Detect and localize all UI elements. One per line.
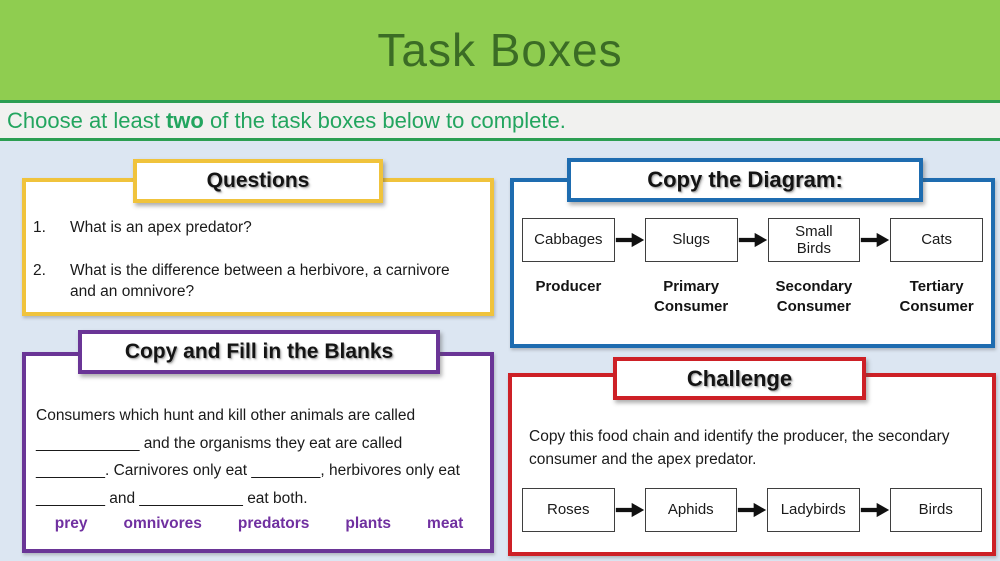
trophic-label: Primary Consumer (654, 278, 729, 316)
chain-node: Small Birds (767, 218, 861, 262)
question-text: What is an apex predator? (70, 219, 252, 236)
blanks-line: ________. Carnivores only eat ________, … (36, 462, 460, 479)
chain-node-label: Roses (546, 500, 590, 518)
fill-blanks-box: Consumers which hunt and kill other anim… (22, 352, 494, 553)
trophic-label: Secondary Consumer (775, 278, 853, 316)
copy-diagram-box: Cabbages Slugs Small Birds Cats Producer… (510, 178, 995, 348)
word-bank-item: meat (427, 515, 464, 532)
question-number: 1. (33, 219, 46, 236)
word-bank: prey omnivores predators plants meat (36, 515, 482, 533)
chain-node-label: Slugs (672, 231, 710, 249)
instruction-text: Choose at least two of the task boxes be… (7, 108, 566, 134)
word-bank-item: plants (345, 515, 392, 532)
chain-node-label: Cabbages (534, 231, 603, 249)
arrow-right-icon (738, 232, 767, 248)
chain-node: Roses (522, 487, 615, 532)
blanks-line: ________ and ____________ eat both. (36, 489, 308, 507)
question-number: 2. (33, 261, 46, 279)
chain-node-label: Small Birds (795, 222, 833, 257)
challenge-box: Copy this food chain and identify the pr… (508, 373, 996, 556)
questions-title: Questions (133, 159, 383, 203)
challenge-instructions: Copy this food chain and identify the pr… (529, 428, 950, 469)
chain-node: Birds (889, 487, 982, 532)
question-text: What is the difference between a herbivo… (70, 261, 450, 300)
page-title: Task Boxes (377, 24, 623, 76)
chain-node-label: Aphids (667, 500, 714, 518)
chain-node-label: Cats (921, 231, 953, 249)
copy-diagram-title: Copy the Diagram: (567, 158, 923, 202)
challenge-food-chain: Roses Aphids Ladybirds Birds (522, 487, 982, 532)
arrow-right-icon (860, 502, 889, 517)
fill-blanks-title: Copy and Fill in the Blanks (78, 330, 440, 374)
word-bank-item: prey (54, 515, 88, 532)
instruction-bold-word: two (165, 107, 204, 133)
chain-node: Cabbages (522, 218, 615, 262)
chain-node-label: Birds (918, 500, 953, 518)
instruction-bar: Choose at least two of the task boxes be… (0, 100, 1000, 141)
blanks-line: ____________ and the organisms they eat … (36, 434, 403, 452)
instruction-prefix: Choose at least (7, 107, 166, 133)
food-chain-diagram: Cabbages Slugs Small Birds Cats (522, 218, 983, 262)
challenge-title: Challenge (613, 357, 866, 400)
header: Task Boxes (0, 0, 1000, 100)
question-item: 2. What is the difference between a herb… (33, 261, 476, 303)
arrow-right-icon (737, 502, 767, 517)
chain-node: Slugs (644, 218, 738, 262)
arrow-right-icon (861, 232, 890, 248)
word-bank-item: omnivores (123, 515, 202, 532)
trophic-label: Producer (535, 278, 602, 295)
arrow-right-icon (615, 502, 644, 517)
chain-node-label: Ladybirds (780, 500, 846, 518)
chain-node: Aphids (644, 487, 737, 532)
blanks-line: Consumers which hunt and kill other anim… (36, 407, 416, 424)
word-bank-item: predators (237, 515, 310, 532)
question-item: 1. What is an apex predator? (33, 218, 476, 239)
arrow-right-icon (615, 232, 644, 248)
instruction-suffix: of the task boxes below to complete. (203, 107, 566, 133)
trophic-label: Tertiary Consumer (899, 278, 974, 316)
trophic-level-labels: Producer Primary Consumer Secondary Cons… (522, 277, 983, 318)
chain-node: Ladybirds (767, 487, 860, 532)
chain-node: Cats (890, 218, 983, 262)
